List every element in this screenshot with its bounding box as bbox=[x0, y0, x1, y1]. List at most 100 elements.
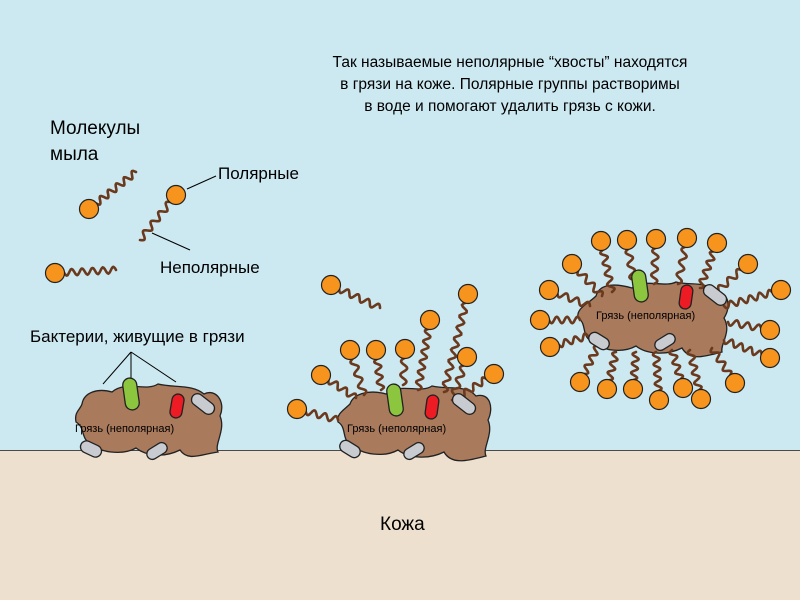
soap-molecule bbox=[596, 350, 619, 400]
polar-head bbox=[310, 364, 332, 386]
nonpolar-tail bbox=[726, 319, 763, 332]
polar-head bbox=[759, 347, 781, 369]
bacterium-gray bbox=[79, 440, 103, 458]
soap-molecule bbox=[310, 364, 358, 400]
soap-molecule bbox=[709, 346, 746, 394]
bacterium-green bbox=[122, 377, 140, 411]
nonpolar-tail bbox=[686, 348, 703, 392]
nonpolar-tail bbox=[414, 327, 432, 392]
soap-molecule bbox=[539, 332, 590, 358]
nonpolar-tail bbox=[649, 246, 660, 286]
nonpolar-tail bbox=[675, 245, 688, 286]
pointer-lines bbox=[102, 175, 217, 385]
nonpolar-tail bbox=[582, 344, 600, 376]
polar-head bbox=[569, 371, 591, 393]
nonpolar-tail bbox=[651, 350, 663, 393]
soap-molecule bbox=[686, 348, 712, 410]
nonpolar-tail bbox=[547, 315, 582, 325]
polar-head bbox=[339, 339, 361, 361]
dirt-blob-1 bbox=[74, 383, 223, 458]
explanation-caption: Так называемые неполярные “хвосты” наход… bbox=[332, 54, 688, 115]
polar-head bbox=[365, 339, 387, 361]
nonpolar-label: Неполярные bbox=[160, 258, 260, 277]
soap-molecule bbox=[722, 279, 792, 310]
polar-head bbox=[759, 319, 781, 341]
dirt-label-3: Грязь (неполярная) bbox=[596, 310, 696, 322]
soap-molecule bbox=[339, 339, 368, 397]
soap-molecule bbox=[529, 309, 582, 331]
bacteria-label: Бактерии, живущие в грязи bbox=[30, 327, 245, 346]
polar-head bbox=[737, 253, 759, 275]
soap-molecule bbox=[44, 262, 118, 284]
polar-head bbox=[78, 198, 100, 220]
polar-head bbox=[456, 346, 478, 368]
soap-molecule bbox=[78, 169, 138, 220]
nonpolar-tail bbox=[668, 348, 685, 381]
nonpolar-tail bbox=[556, 292, 592, 308]
nonpolar-tail bbox=[399, 356, 409, 387]
polar-head bbox=[538, 279, 560, 301]
soap-molecule bbox=[675, 227, 698, 286]
soap-molecule bbox=[365, 339, 387, 392]
bacterium-gray bbox=[588, 331, 610, 351]
soap-molecule bbox=[569, 344, 600, 393]
nonpolar-tail bbox=[441, 301, 469, 394]
soap-molecule bbox=[645, 228, 667, 286]
soap-molecule bbox=[414, 309, 441, 392]
soap-molecule bbox=[722, 338, 781, 369]
soap-molecule bbox=[668, 348, 694, 399]
nonpolar-tail bbox=[576, 269, 605, 298]
bacterium-gray bbox=[654, 332, 676, 352]
soap-molecules-title: Молекулы мыла bbox=[50, 118, 141, 165]
polar-head bbox=[690, 388, 712, 410]
bacterium-green bbox=[631, 269, 649, 303]
polar-head bbox=[457, 283, 479, 305]
soap-molecule bbox=[538, 279, 592, 308]
polar-head bbox=[483, 363, 505, 385]
polar-head bbox=[616, 229, 638, 251]
polar-head bbox=[561, 253, 583, 275]
nonpolar-tail bbox=[138, 200, 172, 242]
nonpolar-tail bbox=[450, 364, 466, 402]
soap-molecule bbox=[458, 363, 505, 399]
polar-head bbox=[672, 377, 694, 399]
nonpolar-tail bbox=[62, 265, 118, 278]
polar-head bbox=[676, 227, 698, 249]
soap-molecule bbox=[450, 346, 478, 402]
bacterium-red bbox=[169, 393, 185, 419]
bacteria-pointer-line bbox=[102, 351, 132, 385]
nonpolar-tail bbox=[94, 169, 138, 206]
polar-pointer-line bbox=[186, 175, 217, 190]
bacteria-group bbox=[79, 269, 728, 461]
polar-head bbox=[394, 338, 416, 360]
soap-molecule bbox=[726, 319, 781, 341]
polar-head bbox=[529, 309, 551, 331]
polar-head bbox=[645, 228, 667, 250]
nonpolar-pointer-line bbox=[151, 232, 191, 251]
soap-molecule bbox=[138, 184, 187, 242]
soap-molecule bbox=[286, 398, 340, 423]
bacterium-gray bbox=[451, 393, 477, 415]
soap-molecule bbox=[394, 338, 416, 387]
bacterium-green bbox=[386, 383, 404, 417]
polar-head bbox=[165, 184, 187, 206]
polar-head bbox=[770, 279, 792, 301]
polar-label: Полярные bbox=[218, 164, 299, 183]
skin-label: Кожа bbox=[380, 514, 425, 535]
bacterium-gray bbox=[339, 439, 361, 459]
nonpolar-tail bbox=[458, 376, 488, 399]
polar-head bbox=[320, 274, 342, 296]
polar-head bbox=[44, 262, 66, 284]
soap-molecule bbox=[622, 350, 644, 400]
nonpolar-tail bbox=[629, 350, 640, 382]
nonpolar-tail bbox=[599, 248, 616, 294]
nonpolar-tail bbox=[304, 409, 340, 423]
bacterium-gray bbox=[403, 441, 425, 461]
bacterium-red bbox=[678, 284, 694, 310]
soap-molecule bbox=[590, 230, 616, 294]
nonpolar-tail bbox=[722, 338, 763, 357]
polar-head bbox=[648, 389, 670, 411]
nonpolar-tail bbox=[709, 346, 733, 377]
